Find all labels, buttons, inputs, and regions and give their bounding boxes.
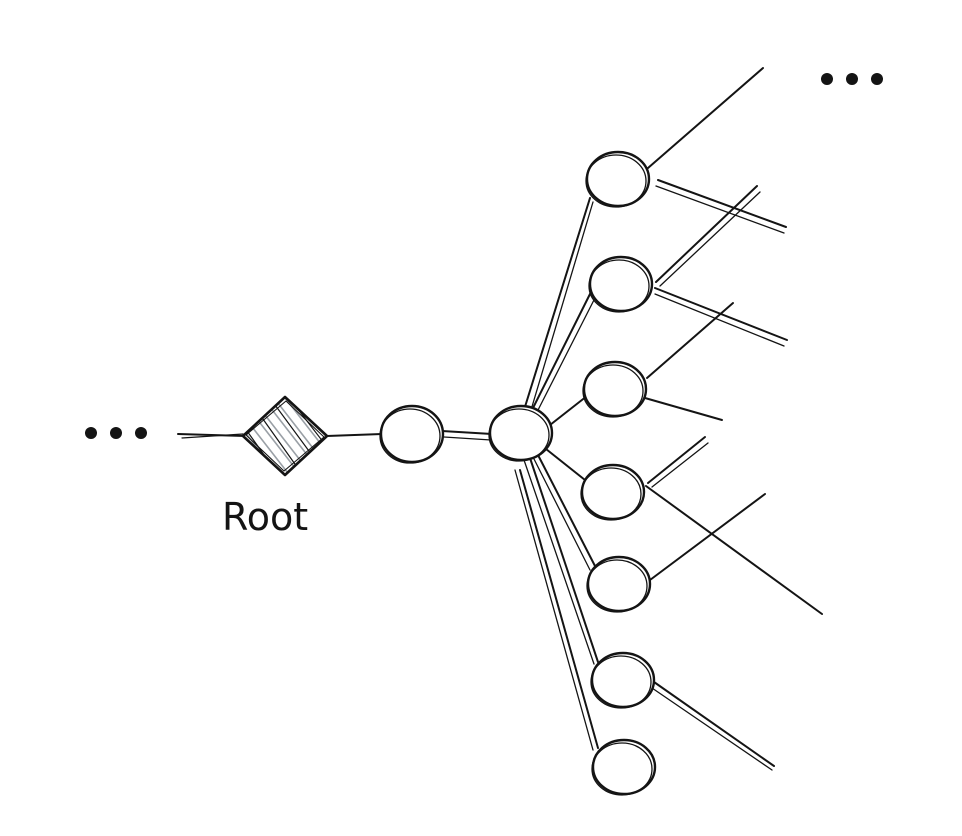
edge-hub-child-2b bbox=[535, 295, 597, 415]
edge-left-stub bbox=[177, 433, 246, 437]
node-a bbox=[379, 404, 445, 464]
edge-hub-child-6b bbox=[523, 459, 595, 665]
hub-node bbox=[488, 404, 554, 462]
edge-child-6-out-a bbox=[653, 681, 775, 767]
edge-hub-child-5b bbox=[532, 456, 591, 571]
edge-hub-child-7b bbox=[514, 469, 594, 751]
edge-child-1-out-a bbox=[647, 67, 764, 169]
child-node-1 bbox=[585, 150, 651, 208]
edge-hub-child-7 bbox=[519, 469, 599, 749]
edge-hub-child-5 bbox=[537, 454, 596, 567]
edge-child-4-out-a2 bbox=[651, 442, 709, 488]
ellipsis-left bbox=[85, 427, 147, 439]
edge-hub-child-4 bbox=[545, 448, 586, 481]
child-node-6 bbox=[590, 651, 656, 709]
edge-child-4-out-a bbox=[647, 436, 706, 484]
root-label: Root bbox=[222, 495, 308, 539]
edge-hub-child-1b bbox=[530, 201, 594, 411]
edges bbox=[177, 67, 823, 771]
edge-left-stub-2 bbox=[181, 433, 244, 439]
edge-child-1-out-b bbox=[657, 179, 787, 228]
edge-hub-child-2 bbox=[530, 289, 593, 413]
edge-child-1-out-b2 bbox=[655, 185, 785, 234]
child-node-5 bbox=[586, 555, 652, 613]
edge-hub-child-1 bbox=[523, 197, 591, 411]
child-node-7 bbox=[591, 738, 657, 796]
child-node-3 bbox=[582, 360, 648, 418]
edge-root-node-a bbox=[326, 433, 383, 437]
edge-child-2-out-b2 bbox=[654, 293, 785, 347]
child-node-4 bbox=[580, 463, 646, 521]
edge-child-3-out-a bbox=[646, 302, 734, 379]
edge-child-2-out-a bbox=[655, 185, 758, 283]
edge-child-3-out-b bbox=[644, 397, 723, 421]
edge-node-a-hub bbox=[441, 430, 493, 435]
ellipsis-top-right bbox=[821, 73, 883, 85]
edge-child-5-out-a bbox=[649, 493, 766, 581]
edge-child-4-out-b bbox=[645, 485, 823, 615]
root-node bbox=[241, 395, 329, 477]
edge-child-6-out-a2 bbox=[651, 687, 773, 771]
edge-child-2-out-a2 bbox=[659, 191, 761, 287]
child-node-2 bbox=[588, 255, 654, 313]
edge-node-a-hub-2 bbox=[443, 436, 492, 441]
edge-hub-child-6 bbox=[529, 457, 599, 663]
edge-hub-child-3 bbox=[549, 395, 588, 426]
